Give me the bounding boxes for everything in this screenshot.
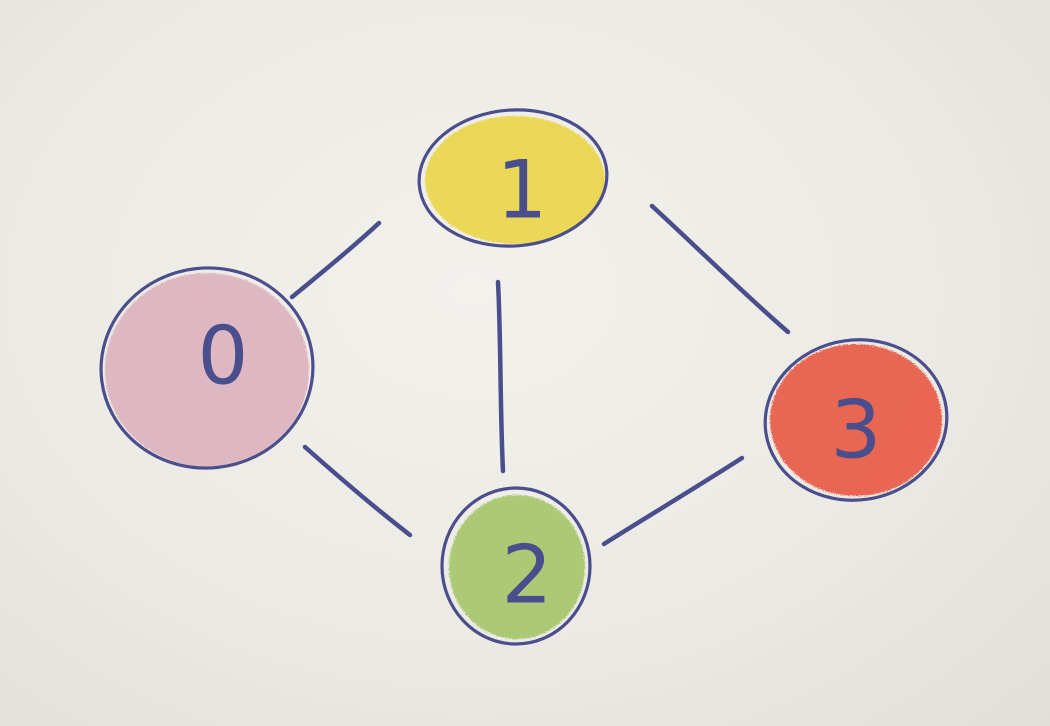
node-2-fill xyxy=(449,495,585,639)
node-0-label: 0 xyxy=(198,310,249,403)
node-1-fill xyxy=(425,116,605,244)
node-1-outline xyxy=(417,108,609,248)
node-3-fill xyxy=(770,344,942,496)
edges xyxy=(289,203,791,547)
node-3: 3 xyxy=(763,338,949,502)
node-2-label: 2 xyxy=(502,529,553,622)
node-2: 2 xyxy=(440,486,592,646)
node-0: 0 xyxy=(99,266,315,470)
edge-0-2 xyxy=(302,444,413,538)
node-0-fill xyxy=(105,273,309,467)
edge-1-3 xyxy=(649,203,791,335)
node-2-outline xyxy=(440,486,592,646)
node-1: 1 xyxy=(417,108,609,248)
edge-1-2 xyxy=(495,279,506,474)
edge-0-1 xyxy=(289,220,382,300)
node-0-outline xyxy=(99,266,315,470)
node-3-outline xyxy=(763,338,949,502)
edge-2-3 xyxy=(601,455,745,547)
node-1-label: 1 xyxy=(497,144,548,237)
node-3-label: 3 xyxy=(831,384,882,477)
